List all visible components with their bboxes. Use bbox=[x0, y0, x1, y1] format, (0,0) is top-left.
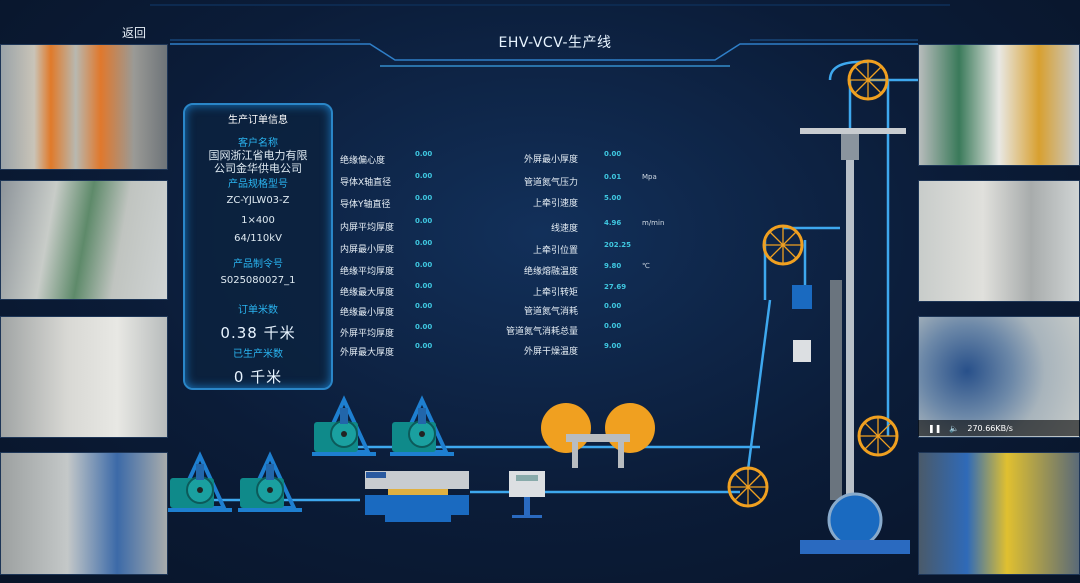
metric-label: 绝缘平均厚度 bbox=[340, 267, 395, 277]
model-value: ZC-YJLW03-Z bbox=[226, 195, 290, 206]
extruder-machine bbox=[365, 471, 469, 522]
metric-label: 绝缘最大厚度 bbox=[340, 288, 395, 298]
metric-value: 0.00 bbox=[415, 172, 433, 180]
metric-label: 上牵引转矩 bbox=[532, 288, 578, 298]
metric-label: 管道氮气消耗总量 bbox=[505, 327, 578, 337]
metric-label: 外屏最小厚度 bbox=[523, 155, 578, 165]
payoff-stand-1 bbox=[166, 454, 234, 514]
entry-sheave-wheel bbox=[727, 466, 769, 508]
metric-label: 绝缘熔融温度 bbox=[523, 267, 578, 277]
metric-value: 0.00 bbox=[415, 194, 433, 202]
metric-value: 0.01 bbox=[604, 173, 622, 181]
metric-label: 内屏平均厚度 bbox=[340, 223, 395, 233]
camera-feed-7[interactable] bbox=[918, 316, 1080, 438]
produced-label: 已生产米数 bbox=[233, 349, 283, 360]
metric-value: 9.80 bbox=[604, 262, 622, 270]
volume-icon[interactable]: 🔈 bbox=[949, 423, 960, 433]
panel-title: 生产订单信息 bbox=[228, 115, 288, 126]
metric-label: 内屏最小厚度 bbox=[340, 245, 395, 255]
payoff-stand-3 bbox=[310, 398, 378, 458]
metric-label: 上牵引位置 bbox=[532, 246, 578, 256]
voltage-value: 64/110kV bbox=[234, 233, 282, 244]
mid-sheave-wheel bbox=[762, 224, 804, 266]
metric-label: 绝缘最小厚度 bbox=[340, 308, 395, 318]
order-length-label: 订单米数 bbox=[238, 305, 278, 316]
metric-label: 外屏干燥温度 bbox=[523, 347, 578, 357]
metric-value: 27.69 bbox=[604, 283, 627, 291]
lower-sheave-wheel bbox=[857, 415, 899, 457]
payoff-stand-4 bbox=[388, 398, 456, 458]
metric-value: 0.00 bbox=[415, 261, 433, 269]
camera-status-bar: ❚❚ 🔈 270.66KB/s bbox=[918, 420, 1080, 436]
camera-feed-6[interactable] bbox=[918, 180, 1080, 302]
camera-feed-3[interactable] bbox=[0, 316, 168, 438]
order-info-panel: 生产订单信息 客户名称 国网浙江省电力有限 公司金华供电公司 产品规格型号 ZC… bbox=[183, 103, 333, 390]
metric-label: 上牵引速度 bbox=[532, 199, 578, 209]
customer-line2: 公司金华供电公司 bbox=[214, 162, 302, 175]
metric-value: 0.00 bbox=[415, 282, 433, 290]
top-sheave-wheel bbox=[847, 59, 889, 101]
metric-label: 绝缘偏心度 bbox=[340, 156, 386, 166]
metric-value: 0.00 bbox=[415, 302, 433, 310]
order-length-value: 0.38 千米 bbox=[220, 324, 296, 342]
metric-value: 9.00 bbox=[604, 342, 622, 350]
camera-feed-5[interactable] bbox=[918, 44, 1080, 166]
metric-value: 202.25 bbox=[604, 241, 632, 249]
page-title: EHV-VCV-生产线 bbox=[498, 35, 612, 51]
metric-unit: Mpa bbox=[642, 173, 657, 181]
metric-value: 0.00 bbox=[415, 342, 433, 350]
metric-label: 管道氮气压力 bbox=[523, 178, 578, 188]
payoff-stand-2 bbox=[236, 454, 304, 514]
metric-unit: m/min bbox=[642, 219, 665, 227]
camera-feed-4[interactable] bbox=[0, 452, 168, 575]
customer-label: 客户名称 bbox=[238, 138, 278, 149]
metric-value: 5.00 bbox=[604, 194, 622, 202]
back-button[interactable]: 返回 bbox=[122, 26, 147, 40]
metric-label: 管道氮气消耗 bbox=[523, 307, 578, 317]
metric-value: 0.00 bbox=[604, 302, 622, 310]
model-label: 产品规格型号 bbox=[228, 179, 288, 190]
bitrate-text: 270.66KB/s bbox=[967, 423, 1013, 433]
metric-label: 外屏平均厚度 bbox=[340, 329, 395, 339]
metric-value: 0.00 bbox=[604, 322, 622, 330]
camera-feed-2[interactable] bbox=[0, 180, 168, 300]
produced-value: 0 千米 bbox=[233, 368, 283, 386]
order-no-label: 产品制令号 bbox=[233, 259, 283, 270]
capstan-unit bbox=[509, 471, 545, 518]
metric-label: 线速度 bbox=[550, 224, 578, 234]
metric-unit: ℃ bbox=[642, 262, 650, 270]
camera-feed-8[interactable] bbox=[918, 452, 1080, 575]
metric-value: 0.00 bbox=[415, 239, 433, 247]
metric-value: 0.00 bbox=[415, 150, 433, 158]
metric-label: 导体Y轴直径 bbox=[340, 200, 391, 210]
metric-value: 0.00 bbox=[415, 217, 433, 225]
metric-label: 外屏最大厚度 bbox=[340, 348, 395, 358]
camera-feed-1[interactable] bbox=[0, 44, 168, 170]
order-no-value: S025080027_1 bbox=[220, 275, 296, 286]
spec-value: 1×400 bbox=[241, 215, 275, 226]
metric-value: 4.96 bbox=[604, 219, 622, 227]
customer-line1: 国网浙江省电力有限 bbox=[208, 149, 308, 162]
metric-label: 导体X轴直径 bbox=[340, 178, 392, 188]
pause-icon[interactable]: ❚❚ bbox=[928, 423, 942, 433]
vcv-tower bbox=[792, 128, 910, 554]
takeup-reels bbox=[541, 403, 655, 468]
metric-value: 0.00 bbox=[415, 323, 433, 331]
metric-value: 0.00 bbox=[604, 150, 622, 158]
